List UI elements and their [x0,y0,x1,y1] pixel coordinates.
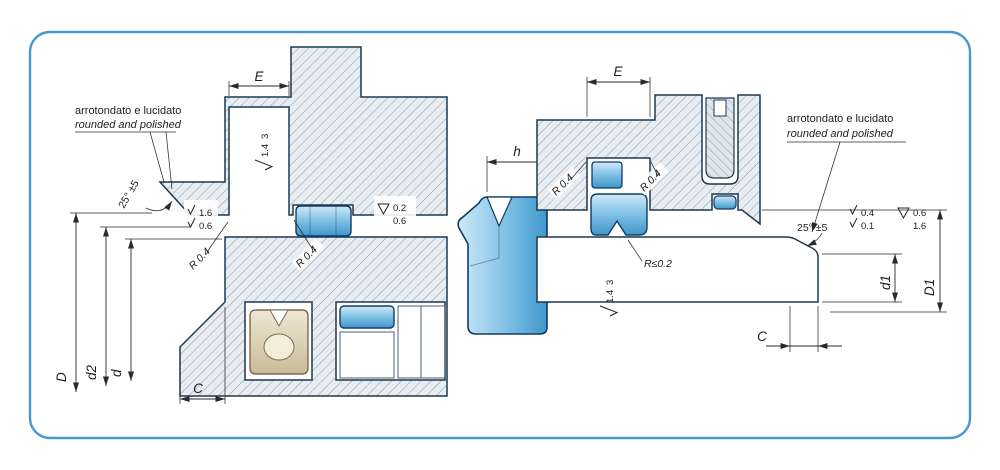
backup-ring [591,161,623,189]
finish-face: 0.6 1.6 [897,207,926,232]
note-left: arrotondato e lucidato rounded and polis… [75,105,182,190]
rod-seal [590,193,648,236]
seal-profile-notch [486,196,513,228]
finish-value: 0.1 [861,221,874,232]
piston-internal-outline [339,331,395,379]
dim-label-C: C [193,381,203,396]
note-line1: arrotondato e lucidato [75,105,181,117]
finish-value: 0.6 [913,208,926,219]
dim-E-right: E [586,64,651,117]
surface-finish-icon [187,217,196,229]
finish-value: 0.4 [861,208,874,219]
dim-D: D [54,212,152,392]
finish-value: 1.6 [199,208,212,219]
surface-finish-icon [849,217,858,229]
dim-label-D1: D1 [922,279,937,296]
dim-label-E: E [254,69,264,84]
rod-section [536,236,819,303]
finish-bore-left: 0.2 0.6 [374,196,416,228]
dim-label-D: D [54,372,69,382]
finish-value: 0.6 [199,221,212,232]
note-line2: rounded and polished [75,119,182,131]
dim-label-d1: d1 [878,275,893,290]
guide-ring [339,305,395,329]
dim-C-right: C [757,306,842,352]
wiper-notch [269,309,289,328]
surface-finish-icon [849,204,858,216]
finish-rod: 0.4 0.1 [849,204,874,232]
finish-value: 1.4 [605,290,616,303]
note-line2: rounded and polished [787,128,894,140]
radius-lip-callout: R≤0.2 [627,239,672,270]
finish-value: 0.6 [393,216,406,227]
piston-seal [295,205,352,237]
seal-profile-seam [469,226,500,267]
chamfer-angle-right: 25° ±5 [797,222,828,247]
dim-label-E: E [613,64,623,79]
angle-label: 25° ±5 [797,222,828,234]
finish-triangle-icon [897,207,910,220]
housing-section [536,94,761,226]
finish-value: 1.6 [913,221,926,232]
surface-finish-icon: 1.4 3 [599,280,619,317]
screw-section [705,97,735,179]
exit-seal [713,195,737,210]
dim-label-h: h [513,144,521,159]
screw-slot [713,99,727,117]
dim-label-d2: d2 [84,364,99,380]
cylinder-section [158,46,448,216]
dim-d: d [109,238,222,381]
note-right: arrotondato e lucidato rounded and polis… [787,113,906,233]
left-view: E 1.4 3 arrotondato e lucidato rounded a… [54,46,448,404]
note-line1: arrotondato e lucidato [787,113,893,125]
finish-value: 3 [605,280,616,285]
finish-value: 0.2 [393,203,406,214]
finish-value: 3 [260,134,271,139]
finish-value: 1.4 [260,144,271,157]
dim-d1: d1 [822,253,902,303]
dim-d2: d2 [84,226,190,386]
dim-label-C: C [757,329,767,344]
dim-E-left: E [228,69,290,96]
wiper-detail [263,333,295,361]
radius-label: R≤0.2 [644,258,672,270]
surface-finish-icon [187,204,196,216]
dim-label-d: d [109,369,124,377]
surface-finish-icon: 1.4 3 [254,134,274,171]
finish-triangle-icon [377,203,390,216]
dim-D1: D1 [762,209,947,313]
right-view: E R 0.4 R 0.4 R≤0.2 1.4 3 [536,64,947,352]
dim-C-left: C [179,307,226,404]
